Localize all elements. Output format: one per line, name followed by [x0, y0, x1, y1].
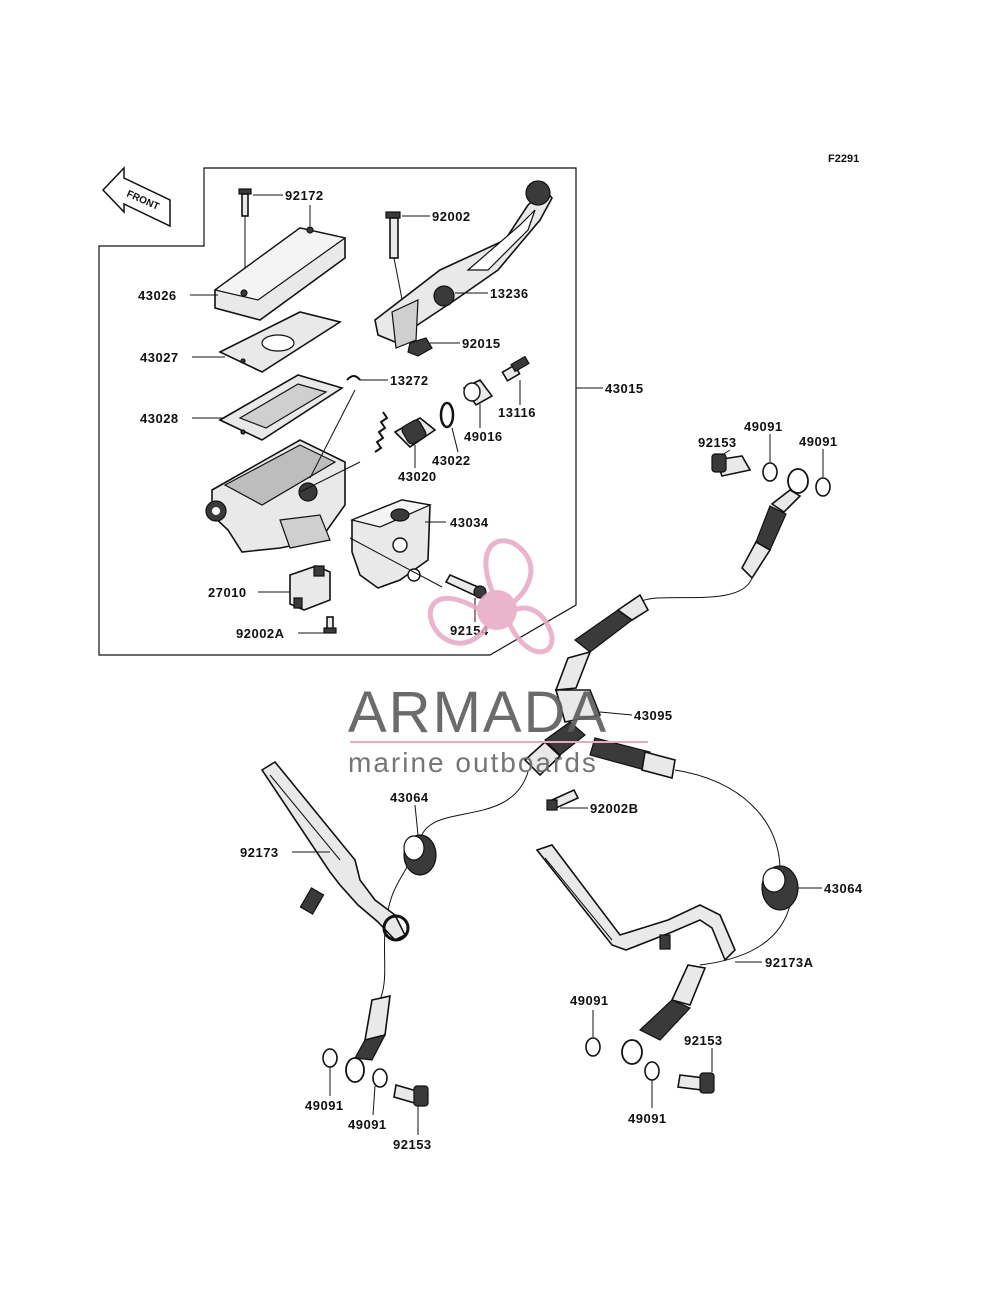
brake-hose-right	[674, 769, 781, 871]
clip-13272	[346, 375, 361, 381]
plate-43027	[218, 311, 342, 373]
pushrod-13116	[501, 355, 530, 382]
label-49091-top-a: 49091	[744, 419, 783, 434]
watermark-tagline: marine outboards	[348, 747, 598, 778]
piston-kit-43020	[374, 411, 437, 453]
label-43034: 43034	[450, 515, 489, 530]
bolt-92154	[444, 573, 487, 599]
label-13236: 13236	[490, 286, 529, 301]
label-49091-right-a: 49091	[570, 993, 609, 1008]
label-13116: 13116	[498, 405, 536, 420]
front-arrow-icon: FRONT	[101, 166, 171, 228]
label-92002: 92002	[432, 209, 471, 224]
master-cylinder-body	[205, 439, 346, 553]
label-43022: 43022	[432, 453, 471, 468]
brake-hose-left	[379, 771, 529, 1001]
banjo-bolt-92153-left	[393, 1083, 429, 1107]
propeller-logo-icon	[427, 538, 555, 655]
watermark-brand: ARMADA	[348, 680, 608, 745]
nut-92015	[407, 337, 433, 357]
leader	[309, 389, 356, 479]
label-49091-right-b: 49091	[628, 1111, 667, 1126]
brake-hose-upper	[639, 577, 753, 603]
banjo-bolt-92153-top	[711, 453, 752, 477]
hose-fitting-top	[741, 468, 809, 580]
bolt-92002B	[546, 788, 580, 811]
label-92002B: 92002B	[590, 801, 639, 816]
washer-49091-right-b	[644, 1061, 660, 1081]
figure-code: F2291	[828, 153, 859, 165]
hose-fitting-lower-left	[345, 994, 391, 1083]
reservoir-cap-43026	[213, 226, 347, 321]
banjo-bolt-92153-right	[677, 1072, 715, 1094]
label-92015: 92015	[462, 336, 501, 351]
label-92153-right: 92153	[684, 1033, 723, 1048]
leader	[299, 461, 361, 493]
label-43028: 43028	[140, 411, 179, 426]
label-92173: 92173	[240, 845, 279, 860]
washer-49091-left-a	[322, 1048, 338, 1068]
leader	[599, 711, 633, 716]
label-49091-left-a: 49091	[305, 1098, 344, 1113]
holder-43034	[350, 499, 433, 589]
bracket-92173	[260, 760, 410, 942]
bolt-92002	[385, 211, 401, 259]
screw-92002A	[323, 616, 337, 634]
label-27010: 27010	[208, 585, 247, 600]
label-92153-left: 92153	[393, 1137, 432, 1152]
boot-49016	[462, 378, 494, 407]
washer-49091-top-a	[762, 462, 778, 482]
label-43015: 43015	[605, 381, 644, 396]
label-43095: 43095	[634, 708, 673, 723]
brake-lever-13236	[374, 180, 553, 349]
label-13272: 13272	[390, 373, 429, 388]
hose-fitting-lower-right	[621, 964, 707, 1065]
snap-ring-43022	[439, 401, 455, 429]
label-49091-top-b: 49091	[799, 434, 838, 449]
diaphragm-43028	[218, 374, 344, 441]
grommet-43064-left	[403, 834, 437, 876]
screw-92172	[238, 188, 252, 217]
label-49016: 49016	[464, 429, 503, 444]
bracket-92173A	[535, 844, 736, 962]
leader-lines	[190, 194, 824, 1135]
label-92173A: 92173A	[765, 955, 814, 970]
washer-49091-top-b	[815, 477, 831, 497]
label-43027: 43027	[140, 350, 179, 365]
washer-49091-left-b	[372, 1068, 388, 1088]
switch-27010	[289, 565, 331, 611]
label-92172: 92172	[285, 188, 324, 203]
label-92153-top: 92153	[698, 435, 737, 450]
leader	[349, 537, 443, 588]
label-43064-right: 43064	[824, 881, 863, 896]
label-43026: 43026	[138, 288, 177, 303]
washer-49091-right-a	[585, 1037, 601, 1057]
grommet-43064-right	[761, 865, 799, 911]
label-92002A: 92002A	[236, 626, 285, 641]
watermark: ARMADA marine outboards	[348, 538, 648, 778]
hose-fitting-43095	[523, 593, 676, 779]
label-43064-left: 43064	[390, 790, 429, 805]
label-43020: 43020	[398, 469, 437, 484]
label-49091-left-b: 49091	[348, 1117, 387, 1132]
assembly-frame	[98, 167, 577, 656]
brake-hose-right-lower	[699, 904, 791, 966]
